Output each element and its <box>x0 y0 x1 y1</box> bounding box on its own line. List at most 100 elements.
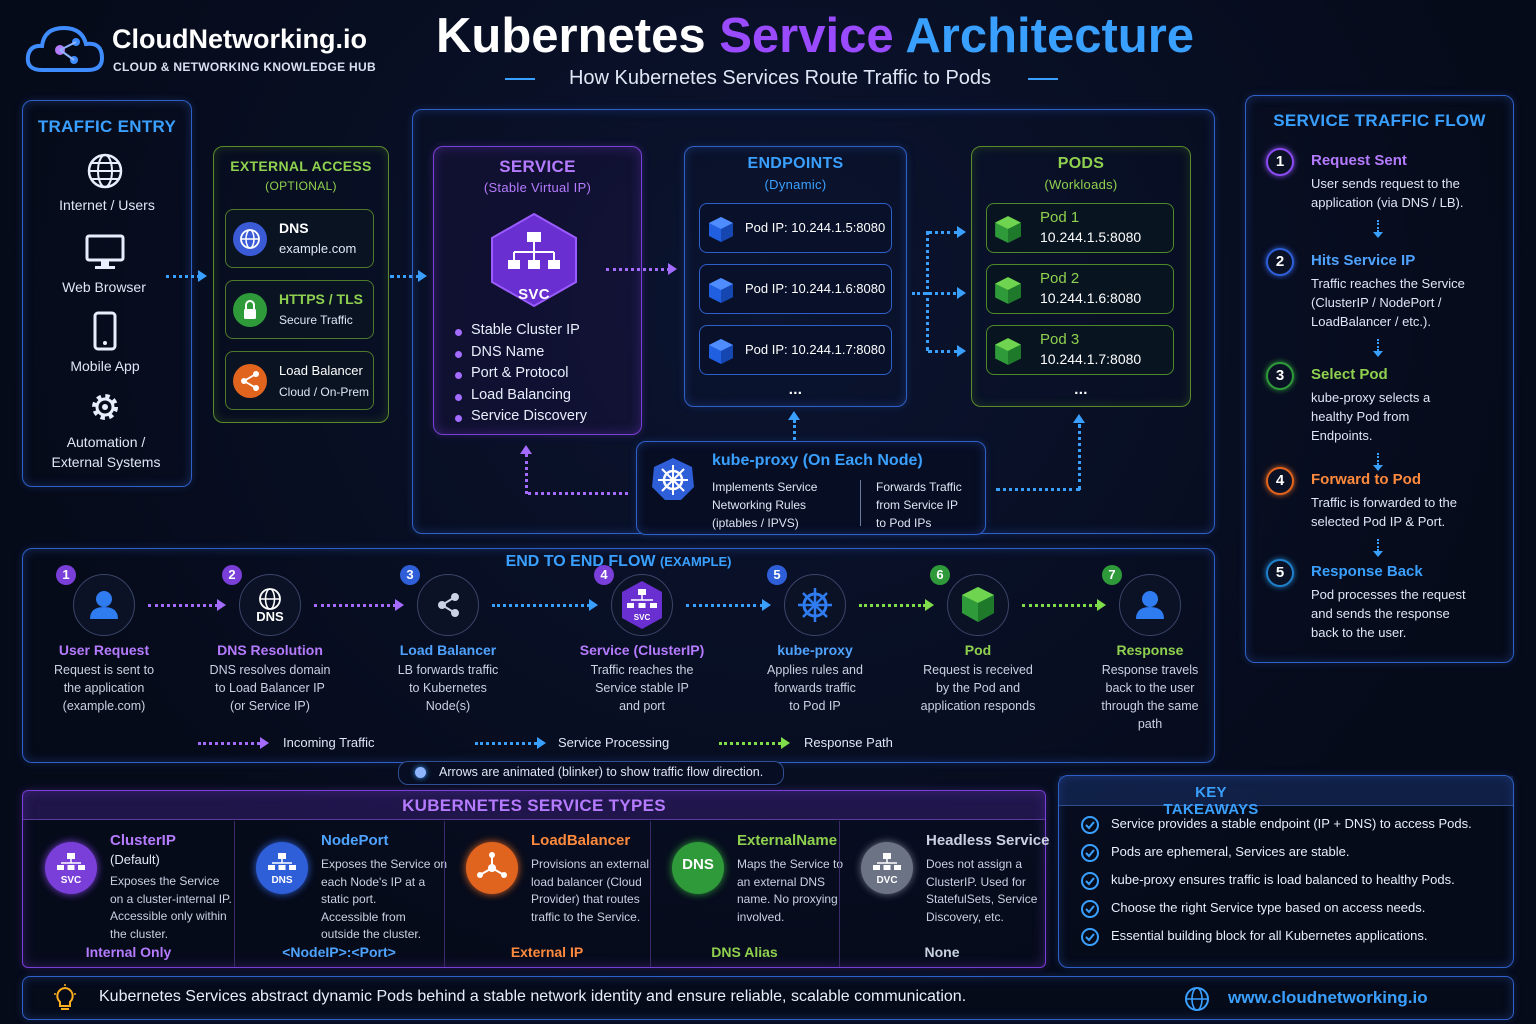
e2e-step-desc: Request is sent to <box>53 663 155 677</box>
svc-icon-label: SVC <box>518 286 550 303</box>
phone-icon <box>93 311 117 351</box>
e2e-step-icon-label: DNS <box>256 609 284 624</box>
service-type-desc: on a cluster-internal IP. <box>110 891 232 906</box>
arrowhead <box>781 737 790 749</box>
e2e-arrow <box>1022 604 1098 607</box>
kube-proxy-col1-line: Implements Service <box>712 480 818 494</box>
service-type-desc: name. No proxying <box>737 892 838 906</box>
share-icon <box>438 593 459 617</box>
e2e-arrow <box>148 604 218 607</box>
e2e-arrow <box>859 604 926 607</box>
e2e-step-icon-circle <box>73 574 135 636</box>
type-divider <box>234 821 235 967</box>
pod-addr: 10.244.1.7:8080 <box>1040 351 1142 367</box>
legend-incoming-line <box>198 742 260 745</box>
service-feature: Load Balancing <box>453 387 587 405</box>
arrowhead <box>668 263 677 275</box>
service-type-extra: (Default) <box>110 852 160 867</box>
legend-incoming-label: Incoming Traffic <box>283 735 375 750</box>
globe-icon <box>87 153 123 189</box>
flow-step-desc: Traffic reaches the Service <box>1311 276 1465 291</box>
e2e-step-icon-label: SVC <box>633 613 651 622</box>
flow-step-connector <box>1377 453 1379 465</box>
e2e-step-desc: path <box>1137 717 1163 731</box>
kube-proxy-panel <box>636 441 986 535</box>
e2e-step-icon-circle <box>611 574 673 636</box>
share-icon <box>233 364 267 398</box>
cube-icon <box>709 339 733 364</box>
service-type-desc: static port. <box>321 892 377 906</box>
flow-step-title: Response Back <box>1311 563 1423 580</box>
e2e-step-desc: Service stable IP <box>595 681 689 695</box>
e2e-step-number: 2 <box>222 565 242 585</box>
flow-step-title: Hits Service IP <box>1311 252 1416 269</box>
service-type-name: ExternalName <box>737 832 838 849</box>
e2e-step-icon-circle <box>784 574 846 636</box>
cube-icon <box>709 217 733 242</box>
service-type-name: ClusterIP <box>110 832 176 849</box>
kube-proxy-col2-line: from Service IP <box>876 498 959 512</box>
service-feature: Port & Protocol <box>453 365 587 383</box>
footer-url-link[interactable]: www.cloudnetworking.io <box>1228 988 1428 1007</box>
animation-note-text: Arrows are animated (blinker) to show tr… <box>439 765 764 779</box>
subtitle-line-right <box>1028 78 1058 80</box>
e2e-step-icon-circle <box>239 574 301 636</box>
flow-step-desc: Traffic is forwarded to the <box>1311 495 1457 510</box>
fan-vertical <box>926 231 929 351</box>
takeaways-panel <box>1058 775 1514 968</box>
service-type-footer: None <box>924 944 960 960</box>
check-circle-icon <box>1081 872 1099 890</box>
legend-response-label: Response Path <box>804 735 893 750</box>
pod-name: Pod 3 <box>1040 331 1080 348</box>
e2e-step-desc: and port <box>619 699 665 713</box>
e2e-title-suffix: (EXAMPLE) <box>659 554 732 569</box>
e2e-step-desc: the application <box>63 681 145 695</box>
service-type-desc: outside the cluster. <box>321 927 422 941</box>
footer-bar <box>22 976 1514 1020</box>
service-type-desc: an external DNS <box>737 874 826 889</box>
arrowhead <box>198 270 207 282</box>
e2e-step-number: 5 <box>767 565 787 585</box>
flow-step-connector <box>1377 339 1379 351</box>
brand-name: CloudNetworking.io <box>112 24 367 54</box>
e2e-step-icon-circle <box>1119 574 1181 636</box>
flow-step-desc: kube-proxy selects a <box>1311 390 1431 405</box>
kube-proxy-col2-line: Forwards Traffic <box>876 480 962 494</box>
endpoint-ip: Pod IP: 10.244.1.5:8080 <box>745 220 886 235</box>
entry-mobile-label: Mobile App <box>70 358 140 374</box>
service-type-icon-label: DNS <box>682 856 714 873</box>
flow-step-connector <box>1377 220 1379 232</box>
arrow-proxy-to-service <box>528 492 628 495</box>
e2e-step-number: 4 <box>594 565 614 585</box>
arrowhead <box>537 737 546 749</box>
cube-icon <box>709 278 733 303</box>
e2e-step-title: Service (ClusterIP) <box>579 642 705 658</box>
flow-step-desc: selected Pod IP & Port. <box>1311 514 1446 529</box>
e2e-step-desc: application responds <box>920 699 1036 713</box>
e2e-step-desc: (example.com) <box>62 699 146 713</box>
service-types-title: KUBERNETES SERVICE TYPES <box>402 796 666 815</box>
service-type-desc: traffic to the Service. <box>531 909 641 924</box>
arrowhead <box>395 599 404 611</box>
traffic-flow-title: SERVICE TRAFFIC FLOW <box>1273 111 1486 130</box>
pod-row[interactable] <box>986 203 1174 253</box>
service-type-footer: DNS Alias <box>711 944 778 960</box>
pods-subtitle: (Workloads) <box>1044 177 1118 192</box>
type-divider <box>650 821 651 967</box>
animation-note <box>398 761 784 785</box>
blinker-dot-icon <box>415 767 426 778</box>
e2e-step-desc: (or Service IP) <box>230 699 310 713</box>
brand-logo <box>22 18 112 78</box>
e2e-step-desc: through the same <box>1101 699 1199 713</box>
service-feature: Service Discovery <box>453 408 587 426</box>
takeaway-item: Pods are ephemeral, Services are stable. <box>1111 844 1350 859</box>
arrow-external-to-service <box>390 275 420 278</box>
endpoint-ip: Pod IP: 10.244.1.6:8080 <box>745 281 886 296</box>
e2e-step-icon-circle <box>947 574 1009 636</box>
e2e-step-desc: Node(s) <box>425 699 471 713</box>
entry-automation-label: Automation /External Systems <box>22 432 190 472</box>
e2e-step-number: 6 <box>930 565 950 585</box>
